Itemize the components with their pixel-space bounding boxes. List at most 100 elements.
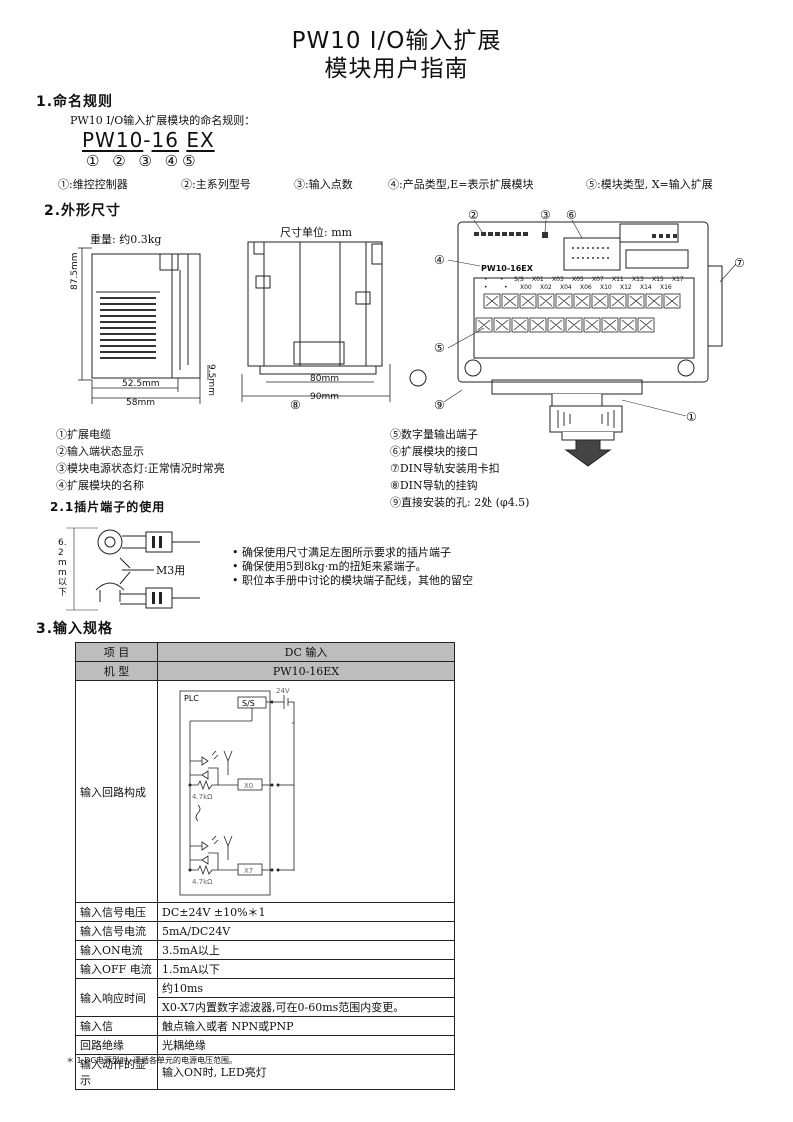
circuit-ss-label: S/S	[242, 699, 255, 708]
top-label-10: X15	[652, 276, 664, 283]
top-label-1: •	[484, 276, 488, 283]
terminal-bullet-2-text: 确保使用5到8kg·m的扭矩来紧端子。	[242, 560, 427, 573]
spec-circuit-row: 输入回路构成	[75, 680, 455, 903]
callout-4: ④	[434, 253, 445, 267]
part-item-6: ⑥扩展模块的接口	[390, 445, 478, 458]
naming-legend-4: ④:产品类型,E=表示扩展模块	[388, 178, 534, 191]
part-item-1: ①扩展电缆	[56, 428, 111, 441]
m3-label: M3用	[156, 564, 186, 577]
parts-legend-right: ⑤数字量输出端子 ⑥扩展模块的接口 ⑦DIN导轨安装用卡扣 ⑧DIN导轨的挂钩 …	[390, 426, 529, 511]
spec-value-indicator: 输入ON时, LED亮灯	[157, 1054, 455, 1090]
part-item-4: ④扩展模块的名称	[56, 479, 144, 492]
terminal-bullet-3: • 职位本手册中讨论的模块端子配线，其他的留空	[232, 574, 473, 587]
naming-legend-3: ③:输入点数	[294, 178, 353, 191]
spec-row: 输入动作的显示 输入ON时, LED亮灯	[75, 1054, 455, 1090]
spec-key-off-current: 输入OFF 电流	[75, 959, 158, 979]
model-part-dash: -	[143, 128, 152, 152]
weight-label: 重量: 约0.3kg	[90, 233, 162, 246]
circuit-r2-label: 4.7kΩ	[192, 878, 213, 886]
part-item-7: ⑦DIN导轨安装用卡扣	[390, 462, 500, 475]
top-label-4: X01	[532, 276, 544, 283]
model-part-3: 16	[151, 128, 179, 152]
spec-value-current: 5mA/DC24V	[157, 921, 455, 941]
module-name-label: PW10-16EX	[481, 264, 533, 273]
naming-legend-1: ①:维控控制器	[58, 178, 128, 191]
spec-circuit-cell: PLC S/S 24V X0 X7 4.7kΩ 4.7kΩ	[157, 680, 455, 903]
terminal-dim-label: 6.2mm以下	[58, 538, 68, 598]
terminal-bullet-1: • 确保使用尺寸满足左图所示要求的插片端子	[232, 546, 451, 559]
spec-key-indicator: 输入动作的显示	[75, 1054, 158, 1090]
circuit-plc-label: PLC	[184, 694, 199, 703]
naming-intro: PW10 I/O输入扩展模块的命名规则：	[70, 114, 256, 127]
bottom-label-9: X14	[640, 284, 652, 291]
circuit-24v-label: 24V	[276, 687, 290, 695]
top-label-11: X17	[672, 276, 684, 283]
callout-5: ⑤	[434, 341, 445, 355]
bottom-label-4: X02	[540, 284, 552, 291]
part-item-2: ②输入端状态显示	[56, 445, 144, 458]
spec-key-current: 输入信号电流	[75, 921, 158, 941]
terminal-bullet-2: • 确保使用5到8kg·m的扭矩来紧端子。	[232, 560, 427, 573]
spec-header-dc: DC 输入	[157, 642, 455, 662]
circuit-r1-label: 4.7kΩ	[192, 793, 213, 801]
part-item-5: ⑤数字量输出端子	[390, 428, 478, 441]
spec-table: 项 目 DC 输入 机 型 PW10-16EX 输入回路构成	[75, 642, 455, 1090]
spec-row: 输入信 触点输入或者 NPN或PNP	[75, 1016, 455, 1036]
spec-value-response-1: 约10ms	[157, 978, 455, 998]
naming-legend-5: ⑤:模块类型, X=输入扩展	[586, 178, 713, 191]
bottom-label-7: X10	[600, 284, 612, 291]
spec-value-input-type: 触点输入或者 NPN或PNP	[157, 1016, 455, 1036]
top-label-2: •	[500, 276, 504, 283]
model-part-1: PW	[82, 128, 116, 152]
module-top-view	[409, 219, 737, 467]
parts-legend-left: ①扩展电缆 ②输入端状态显示 ③模块电源状态灯:正常情况时常亮 ④扩展模块的名称	[56, 426, 225, 494]
depth-9-label: 9.5mm	[206, 364, 216, 396]
width-52-label: 52.5mm	[122, 379, 160, 389]
page-subtitle: 模块用户指南	[324, 56, 469, 82]
unit-label: 尺寸单位: mm	[280, 226, 353, 239]
bottom-label-3: X00	[520, 284, 532, 291]
terminal-heading: 2.1插片端子的使用	[50, 500, 166, 514]
callout-8: ⑧	[290, 398, 301, 412]
model-markers: ① ② ③ ④⑤	[86, 152, 200, 170]
part-item-3: ③模块电源状态灯:正常情况时常亮	[56, 462, 225, 475]
spec-value-response-2: X0-X7内置数字滤波器,可在0-60ms范围内变更。	[157, 997, 455, 1017]
bottom-label-10: X16	[660, 284, 672, 291]
top-label-8: X11	[612, 276, 624, 283]
spec-circuit-key: 输入回路构成	[75, 680, 158, 903]
side-view-drawing	[78, 247, 209, 404]
bottom-label-6: X06	[580, 284, 592, 291]
model-part-5: X	[199, 128, 215, 152]
spec-header-row: 项 目 DC 输入	[75, 642, 455, 662]
spec-heading: 3.输入规格	[36, 621, 114, 637]
dimensions-heading: 2.外形尺寸	[44, 203, 122, 219]
callout-3: ③	[540, 208, 551, 222]
spec-key-isolation: 回路绝缘	[75, 1035, 158, 1055]
spec-header-item: 项 目	[75, 642, 158, 662]
spec-row: 输入信号电流 5mA/DC24V	[75, 921, 455, 941]
top-label-6: X05	[572, 276, 584, 283]
model-code: PW10-16 EX	[82, 128, 215, 152]
spec-row: 输入OFF 电流 1.5mA以下	[75, 959, 455, 979]
spec-model-value: PW10-16EX	[157, 661, 455, 681]
spec-row: 输入ON电流 3.5mA以上	[75, 940, 455, 960]
part-item-8: ⑧DIN导轨的挂钩	[390, 479, 478, 492]
top-label-5: X03	[552, 276, 564, 283]
callout-7: ⑦	[734, 256, 745, 270]
naming-heading: 1.命名规则	[36, 94, 114, 110]
crimp-terminal-drawing	[66, 527, 200, 611]
spec-value-on-current: 3.5mA以上	[157, 940, 455, 960]
height-87-label: 87.5mm	[70, 252, 80, 290]
circuit-x7-label: X7	[244, 867, 253, 875]
spec-key-voltage: 输入信号电压	[75, 902, 158, 922]
naming-legend-2: ②:主系列型号	[181, 178, 251, 191]
input-circuit-diagram: PLC S/S 24V X0 X7 4.7kΩ 4.7kΩ	[179, 687, 295, 896]
callout-9: ⑨	[434, 398, 445, 412]
width-58-label: 58mm	[126, 398, 155, 408]
part-item-9: ⑨直接安装的孔: 2处 (φ4.5)	[390, 496, 530, 509]
width-80-label: 80mm	[310, 374, 339, 384]
terminal-bullets: • 确保使用尺寸满足左图所示要求的插片端子 • 确保使用5到8kg·m的扭矩来紧…	[232, 546, 473, 588]
callout-6: ⑥	[566, 208, 577, 222]
circuit-x0-label: X0	[244, 782, 253, 790]
model-part-4: E	[186, 128, 200, 152]
